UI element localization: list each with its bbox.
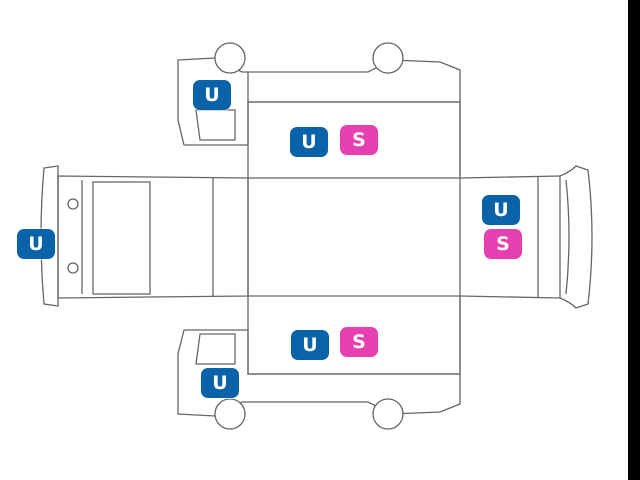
cargo-bottom-u-badge: U (291, 330, 329, 360)
cargo-top-u-badge: U (290, 127, 328, 157)
right-edge-bar (628, 0, 640, 480)
van-top-side-view (177, 42, 461, 176)
cargo-bottom-s-badge: S (340, 327, 378, 357)
cab-top-u-badge: U (193, 80, 231, 110)
rear-s-badge: S (484, 229, 522, 259)
front-u-badge: U (17, 229, 55, 259)
cab-bottom-u-badge: U (201, 368, 239, 398)
cargo-top-s-badge: S (340, 125, 378, 155)
rear-u-badge: U (482, 195, 520, 225)
van-rear-view (459, 165, 593, 309)
van-front-view (40, 165, 249, 307)
van-bottom-side-view (177, 296, 461, 430)
